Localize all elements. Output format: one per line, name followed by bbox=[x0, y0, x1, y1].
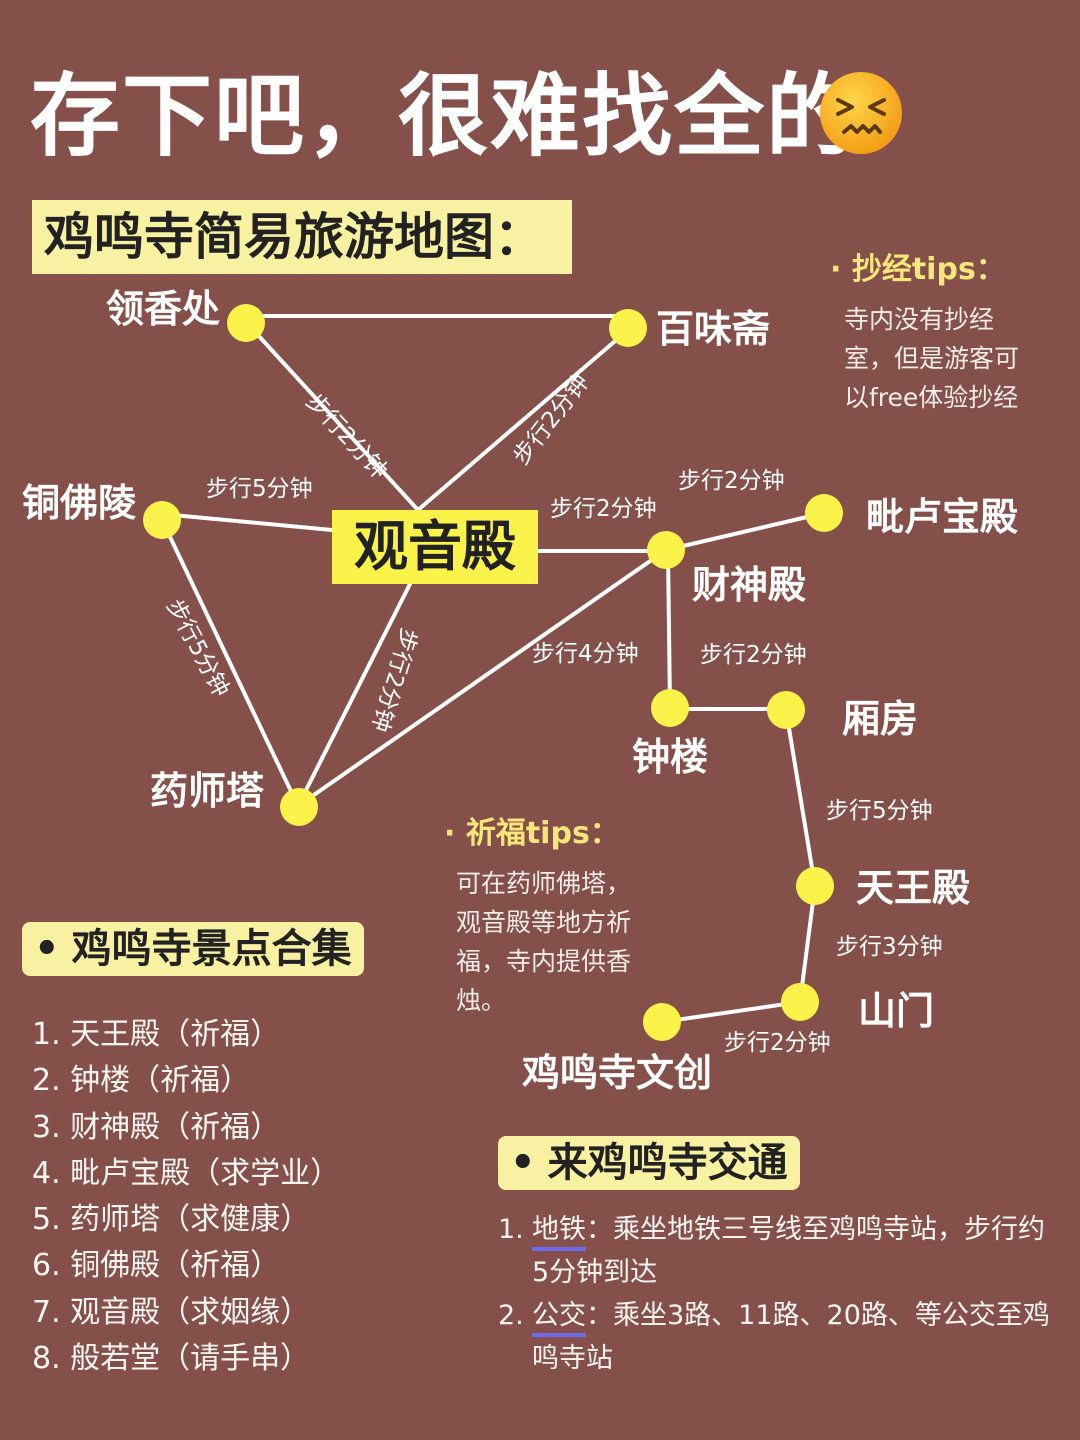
walk-label-xiangfang-tianwang: 步行5分钟 bbox=[826, 798, 933, 824]
walk-label-caishen-pilu: 步行2分钟 bbox=[678, 468, 785, 494]
place-label-xiangfang: 厢房 bbox=[842, 697, 919, 741]
node-caishendian bbox=[647, 531, 685, 569]
list-item: 2. 钟楼（祈福） bbox=[32, 1063, 251, 1099]
spots-heading: •鸡鸣寺景点合集 bbox=[22, 922, 364, 976]
pray-tips-line: 可在药师佛塔， bbox=[456, 869, 632, 898]
walk-label-tongfo-guanyin: 步行5分钟 bbox=[206, 476, 313, 502]
list-item: 6. 铜佛殿（祈福） bbox=[32, 1248, 281, 1284]
node-tianwangdian bbox=[796, 867, 834, 905]
bullet-dot-icon: • bbox=[34, 926, 60, 972]
copy-tips-line: 室，但是游客可 bbox=[844, 344, 1020, 373]
route-line-caishen-pilu bbox=[664, 511, 826, 552]
route-line-caishen-zhonglou bbox=[666, 550, 672, 710]
copy-tips-line: 以free体验抄经 bbox=[844, 383, 1019, 412]
route-line-xiangfang-tianwang bbox=[784, 708, 817, 888]
place-label-baiweizhai: 百味斋 bbox=[656, 307, 771, 351]
confounded-face-icon bbox=[820, 72, 902, 154]
pray-tips-heading-text: 祈福tips： bbox=[465, 816, 620, 851]
place-label-pilubaodian: 毗卢宝殿 bbox=[866, 495, 1019, 539]
node-lingxiangchu bbox=[227, 304, 265, 342]
copy-tips-line: 寺内没有抄经 bbox=[844, 305, 995, 334]
node-zhonglou bbox=[651, 689, 689, 727]
transit-heading-text: 来鸡鸣寺交通 bbox=[547, 1140, 788, 1186]
place-label-tianwangdian: 天王殿 bbox=[856, 866, 971, 910]
copy-tips-heading: · 抄经tips： bbox=[830, 252, 1006, 287]
route-line-tongfo-guanyin bbox=[160, 512, 334, 532]
bullet-dot-icon: • bbox=[510, 1140, 536, 1186]
route-line-shanmen-wenchuang bbox=[660, 1000, 802, 1024]
transit-list: 1. 地铁：乘坐地铁三号线至鸡鸣寺站，步行约5分钟到达 2. 公交：乘坐3路、11路… bbox=[498, 1208, 1058, 1380]
place-label-caishendian: 财神殿 bbox=[692, 563, 807, 607]
node-baiweizhai bbox=[609, 309, 647, 347]
pray-tips-body: 可在药师佛塔， 观音殿等地方祈 福，寺内提供香 烛。 bbox=[456, 864, 676, 1020]
transit-text-subway: ：乘坐地铁三号线至鸡鸣寺站，步行约5分钟到达 bbox=[532, 1214, 1045, 1288]
pray-tips-line: 观音殿等地方祈 bbox=[456, 908, 632, 937]
pray-tips-line: 烛。 bbox=[456, 986, 507, 1015]
list-item: 5. 药师塔（求健康） bbox=[32, 1202, 311, 1238]
walk-label-guanyin-caishen: 步行2分钟 bbox=[550, 496, 657, 522]
transit-item-number: 1. bbox=[498, 1214, 524, 1245]
place-label-shanmen: 山门 bbox=[858, 989, 935, 1033]
transit-item-bus: 2. 公交：乘坐3路、11路、20路、等公交至鸡鸣寺站 bbox=[498, 1294, 1058, 1380]
list-item: 8. 般若堂（请手串） bbox=[32, 1341, 311, 1377]
walk-label-caishen-zhonglou: 步行2分钟 bbox=[700, 642, 807, 668]
list-item: 1. 天王殿（祈福） bbox=[32, 1017, 281, 1052]
route-line-tianwang-shanmen bbox=[798, 884, 817, 1004]
walk-label-yaoshi-caishen: 步行4分钟 bbox=[532, 641, 639, 667]
page-title: 存下吧，很难找全的 bbox=[30, 64, 858, 169]
copy-tips-heading-text: 抄经tips： bbox=[851, 252, 1006, 287]
route-line-tongfo-yaoshi bbox=[160, 518, 300, 808]
transit-key-bus: 公交 bbox=[532, 1300, 586, 1337]
node-wenchuang bbox=[643, 1003, 681, 1041]
place-label-wenchuang: 鸡鸣寺文创 bbox=[522, 1051, 713, 1095]
walk-label-tianwang-shanmen: 步行3分钟 bbox=[836, 934, 943, 960]
copy-tips-body: 寺内没有抄经 室，但是游客可 以free体验抄经 bbox=[844, 300, 1064, 417]
node-tongfoling bbox=[143, 501, 181, 539]
route-line-guanyin-yaoshi bbox=[296, 582, 412, 808]
spots-list: 1. 天王殿（祈福） 2. 钟楼（祈福） 3. 财神殿（祈福） 4. 毗卢宝殿（… bbox=[32, 1012, 340, 1382]
transit-key-subway: 地铁 bbox=[532, 1214, 586, 1251]
pray-tips-heading: · 祈福tips： bbox=[444, 816, 620, 851]
list-item: 3. 财神殿（祈福） bbox=[32, 1109, 281, 1145]
node-xiangfang bbox=[767, 691, 805, 729]
place-label-zhonglou: 钟楼 bbox=[632, 735, 709, 779]
transit-heading: •来鸡鸣寺交通 bbox=[498, 1136, 800, 1190]
place-label-tongfoling: 铜佛陵 bbox=[22, 481, 137, 525]
center-node-guanyindian: 观音殿 bbox=[332, 510, 538, 584]
transit-item-subway: 1. 地铁：乘坐地铁三号线至鸡鸣寺站，步行约5分钟到达 bbox=[498, 1208, 1058, 1294]
place-label-yaoshita: 药师塔 bbox=[150, 769, 265, 813]
list-item: 4. 毗卢宝殿（求学业） bbox=[32, 1155, 341, 1191]
node-pilubaodian bbox=[805, 494, 843, 532]
route-line-yaoshi-caishen bbox=[296, 548, 668, 808]
transit-item-number: 2. bbox=[498, 1300, 524, 1331]
map-subtitle: 鸡鸣寺简易旅游地图： bbox=[32, 200, 572, 274]
list-item: 7. 观音殿（求姻缘） bbox=[32, 1294, 311, 1330]
walk-label-shanmen-wenchuang: 步行2分钟 bbox=[724, 1030, 831, 1056]
route-line-baiwei-guanyin bbox=[416, 328, 630, 512]
route-line-lingxiang-guanyin bbox=[244, 320, 420, 512]
node-shanmen bbox=[781, 983, 819, 1021]
spots-heading-text: 鸡鸣寺景点合集 bbox=[71, 926, 352, 972]
node-yaoshita bbox=[280, 788, 318, 826]
place-label-lingxiangchu: 领香处 bbox=[106, 287, 221, 331]
transit-text-bus: ：乘坐3路、11路、20路、等公交至鸡鸣寺站 bbox=[532, 1300, 1050, 1374]
pray-tips-line: 福，寺内提供香 bbox=[456, 947, 632, 976]
